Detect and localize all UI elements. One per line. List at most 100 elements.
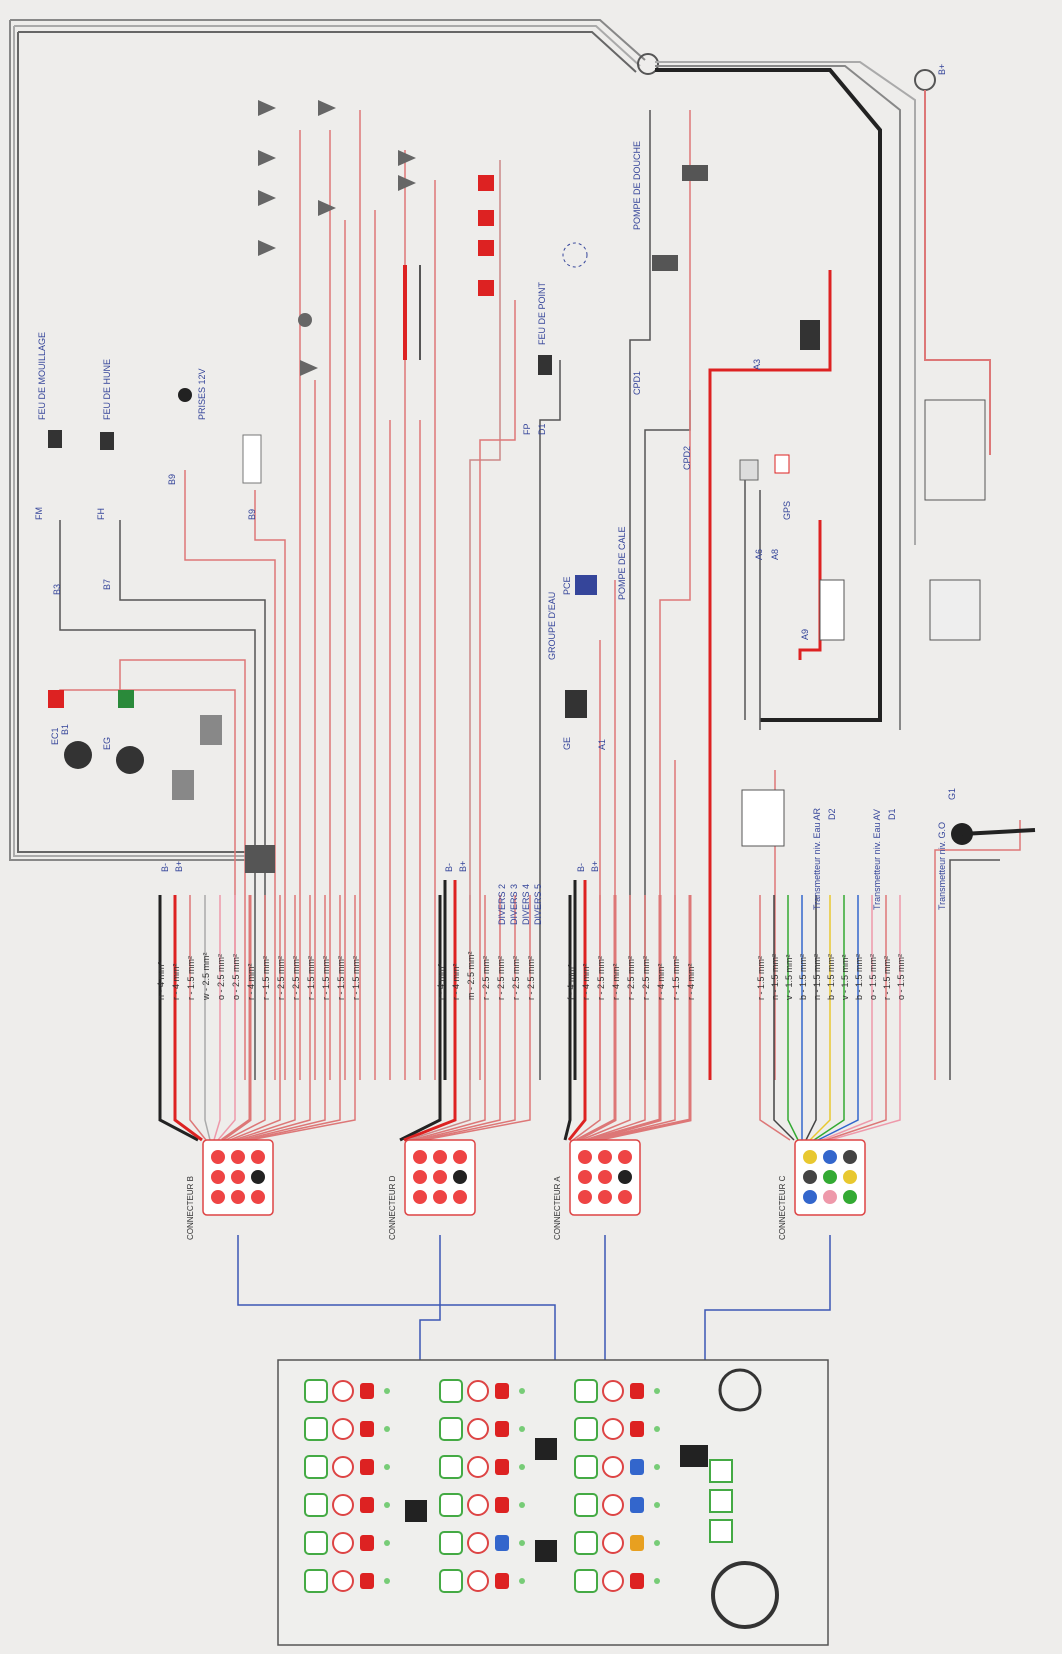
connector-d: CONNECTEUR D [388, 1139, 476, 1240]
divers-3: DIVERS 3 [509, 884, 519, 925]
feu-hune-lamp: FEU DE HUNE FH [96, 359, 114, 520]
wire-label: r - 2.5 mm² [276, 956, 286, 1000]
svg-text:EC1: EC1 [50, 727, 60, 745]
panel-led [654, 1540, 660, 1546]
panel-breaker [360, 1535, 374, 1551]
fh-indicator [118, 690, 134, 708]
wire-label: r - 2.5 mm² [481, 956, 491, 1000]
b3-label: B3 [52, 584, 62, 595]
wire-label: r - 4 mm² [686, 964, 696, 1001]
gps-unit: GPS A6 A8 [739, 454, 792, 560]
connector-label: CONNECTEUR C [778, 1175, 787, 1240]
connector-pin [249, 1168, 267, 1186]
panel-led [654, 1388, 660, 1394]
connector-pin [431, 1148, 449, 1166]
wire-c-6 [813, 895, 845, 1141]
panel-breaker-ring [467, 1418, 489, 1440]
wire-label: r - 4 mm² [656, 964, 666, 1001]
wire-a-4 [580, 895, 631, 1141]
panel-breaker-ring [602, 1570, 624, 1592]
cabin-lamps [258, 100, 416, 376]
connector-pin [451, 1148, 469, 1166]
svg-text:A1: A1 [597, 739, 607, 750]
wire-b-1 [173, 895, 203, 1142]
components: FEU DE MOUILLAGE FM FEU DE HUNE FH PRISE… [34, 64, 1036, 910]
wire-b-5 [217, 895, 236, 1141]
wire-c-1 [773, 895, 795, 1141]
panel-switch [574, 1531, 598, 1555]
panel-breaker [630, 1383, 644, 1399]
red-switches [478, 175, 494, 296]
panel-breaker [630, 1573, 644, 1589]
panel-breaker-ring [602, 1456, 624, 1478]
connector-pin [841, 1188, 859, 1206]
wire-label: r - 1.5 mm² [882, 956, 892, 1000]
connector-pin [411, 1168, 429, 1186]
panel-switch [304, 1379, 328, 1403]
connector-pin [411, 1148, 429, 1166]
svg-text:POMPE DE CALE: POMPE DE CALE [617, 526, 627, 600]
wire-label: r - 2.5 mm² [596, 956, 606, 1000]
svg-text:POMPE DE DOUCHE: POMPE DE DOUCHE [632, 141, 642, 230]
connector-pin [249, 1188, 267, 1206]
wire-label: r - 1.5 mm² [261, 956, 271, 1000]
panel-breaker [630, 1535, 644, 1551]
connector-pin [229, 1188, 247, 1206]
wire-label: r - 2.5 mm² [526, 956, 536, 1000]
connector-pin [249, 1148, 267, 1166]
wire-label: r - 4 mm² [581, 964, 591, 1001]
wire-c-0 [759, 895, 791, 1141]
panel-led [384, 1540, 390, 1546]
panel-led [384, 1502, 390, 1508]
panel-breaker [630, 1459, 644, 1475]
connector-pin [411, 1188, 429, 1206]
wire-b-13 [249, 895, 356, 1141]
connector-pin [596, 1168, 614, 1186]
wire-label: o - 2.5 mm² [216, 954, 226, 1000]
panel-led [519, 1578, 525, 1584]
panel-switch [574, 1493, 598, 1517]
svg-text:Transmetteur niv. Eau AV: Transmetteur niv. Eau AV [872, 809, 882, 910]
connector-pin [431, 1188, 449, 1206]
panel-breaker-ring [602, 1494, 624, 1516]
wire-label: w - 2.5 mm² [201, 952, 211, 1001]
panel-module-c [680, 1445, 708, 1467]
b1-label: B1 [60, 724, 70, 735]
panel-led [384, 1464, 390, 1470]
connector-label: CONNECTEUR B [186, 1176, 195, 1240]
panel-switch-c [709, 1459, 733, 1483]
panel-switch [304, 1455, 328, 1479]
panel-breaker [360, 1383, 374, 1399]
wire-label: r - 4 mm² [171, 964, 181, 1001]
wire-b-4 [213, 895, 221, 1141]
svg-text:A8: A8 [770, 549, 780, 560]
svg-text:FEU DE MOUILLAGE: FEU DE MOUILLAGE [37, 332, 47, 420]
wire-label: r - 1.5 mm² [756, 956, 766, 1000]
panel-switch-c [709, 1489, 733, 1513]
wire-label: r - 4 mm² [246, 964, 256, 1001]
relay-module [924, 399, 986, 501]
bus-labels: B- B+ B- B+ B- B+ DIVERS 2 DIVERS 3 DIVE… [160, 861, 600, 925]
wire-d-6 [423, 895, 531, 1141]
wire-label: r - 1.5 mm² [186, 956, 196, 1000]
panel-switch [304, 1531, 328, 1555]
connector-pin [841, 1168, 859, 1186]
calculator-unit [819, 579, 845, 641]
svg-text:D1: D1 [887, 808, 897, 820]
wire-c-7 [817, 895, 859, 1141]
svg-text:B+: B+ [458, 861, 468, 872]
panel-breaker [495, 1459, 509, 1475]
wire-label: o - 2.5 mm² [231, 954, 241, 1000]
svg-text:PCE: PCE [562, 576, 572, 595]
panel-led [654, 1502, 660, 1508]
switch-b1 [200, 715, 222, 745]
wire-b-7 [225, 895, 266, 1141]
connector-pin [821, 1188, 839, 1206]
panel-breaker [495, 1497, 509, 1513]
thermostat [800, 320, 820, 350]
wire-label: r - 2.5 mm² [626, 956, 636, 1000]
svg-text:B-: B- [444, 863, 454, 872]
svg-text:FH: FH [96, 508, 106, 520]
svg-text:EG: EG [102, 737, 112, 750]
connector-pin [576, 1148, 594, 1166]
